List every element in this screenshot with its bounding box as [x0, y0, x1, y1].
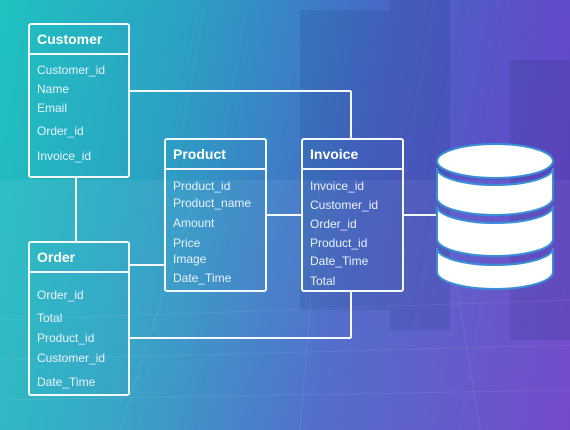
invoice-table-title: Invoice — [303, 140, 402, 170]
invoice-field: Order_id — [310, 217, 357, 231]
order-field: Total — [37, 311, 63, 325]
order-field: Order_id — [37, 288, 84, 302]
product-field: Product_name — [173, 196, 252, 210]
order-field: Customer_id — [37, 351, 106, 365]
customer-table-title: Customer — [30, 25, 128, 55]
customer-field: Invoice_id — [37, 149, 92, 163]
order-table: Order Order_id Total Product_id Customer… — [28, 241, 130, 396]
invoice-field: Total — [310, 274, 336, 288]
order-field: Product_id — [37, 331, 95, 345]
invoice-field: Invoice_id — [310, 179, 365, 193]
product-table: Product Product_id Product_name Amount P… — [164, 138, 267, 292]
product-field: Image — [173, 252, 207, 266]
invoice-field: Product_id — [310, 236, 368, 250]
database-icon — [436, 143, 554, 290]
product-field: Amount — [173, 216, 215, 230]
product-field: Price — [173, 236, 201, 250]
customer-table: Customer Customer_id Name Email Order_id… — [28, 23, 130, 178]
customer-field: Customer_id — [37, 63, 106, 77]
product-table-title: Product — [166, 140, 265, 170]
product-field: Product_id — [173, 179, 231, 193]
invoice-table: Invoice Invoice_id Customer_id Order_id … — [301, 138, 404, 292]
customer-field: Name — [37, 82, 70, 96]
invoice-field: Date_Time — [310, 254, 369, 268]
customer-field: Email — [37, 101, 68, 115]
order-field: Date_Time — [37, 375, 96, 389]
invoice-field: Customer_id — [310, 198, 379, 212]
product-field: Date_Time — [173, 271, 232, 285]
customer-field: Order_id — [37, 124, 84, 138]
order-table-title: Order — [30, 243, 128, 273]
